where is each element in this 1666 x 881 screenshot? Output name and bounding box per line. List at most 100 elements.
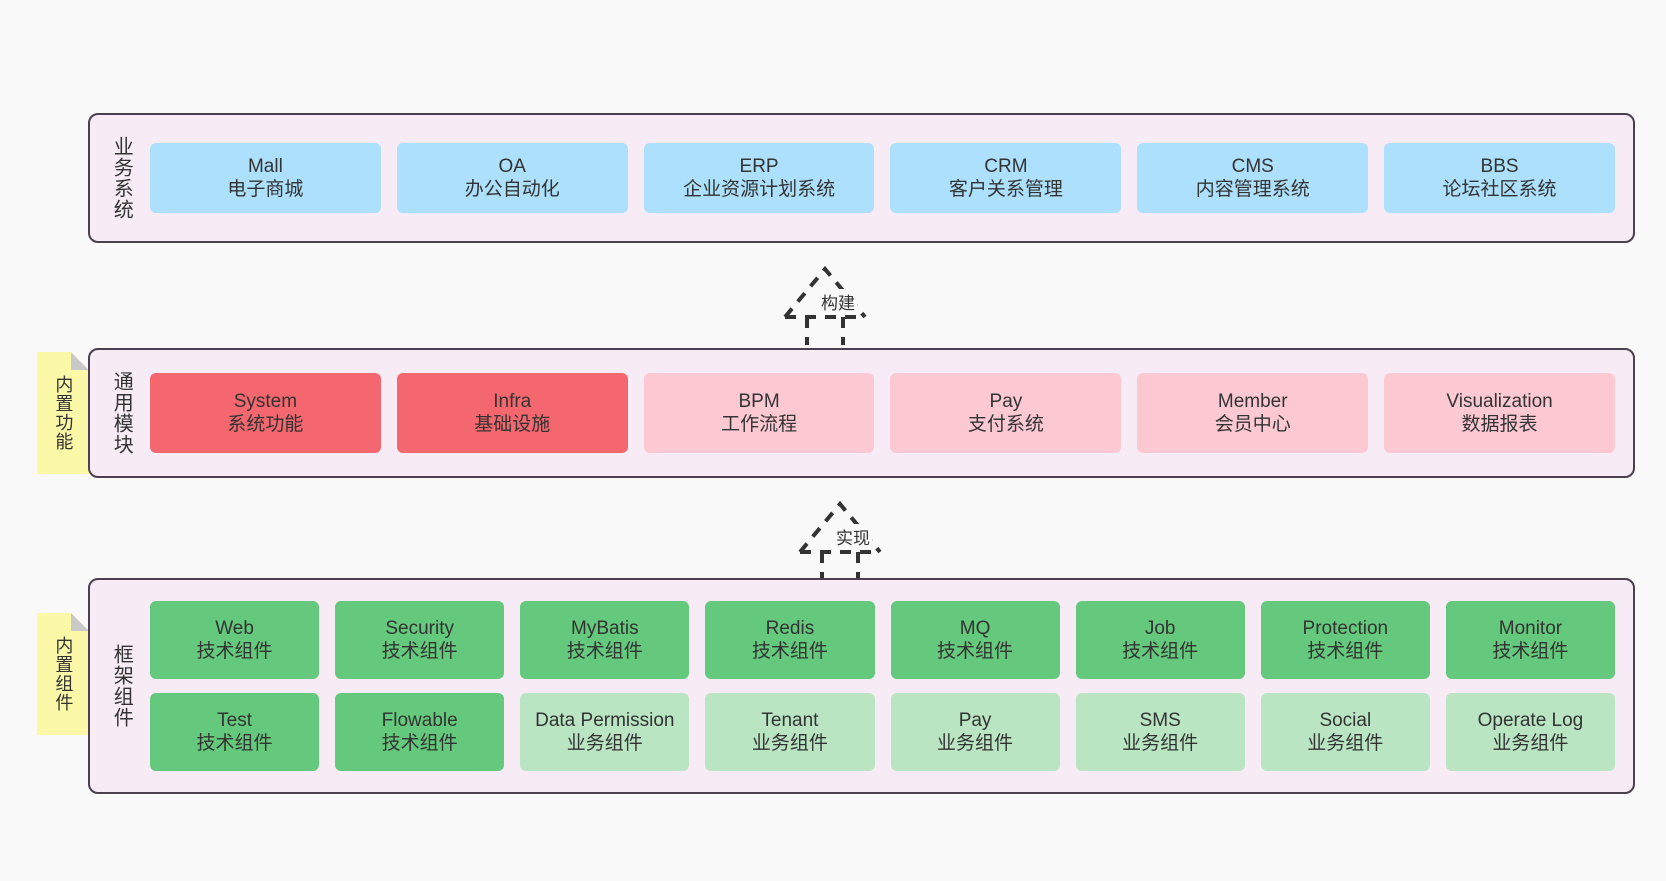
node-protection[interactable]: Protection 技术组件 <box>1260 601 1430 679</box>
node-subtitle: 论坛社区系统 <box>1442 179 1557 200</box>
node-title: BBS <box>1480 155 1519 177</box>
node-title: Security <box>385 617 454 639</box>
node-row: System 系统功能 Infra 基础设施 BPM 工作流程 Pay 支付系统… <box>150 373 1615 453</box>
node-subtitle: 数据报表 <box>1461 414 1538 435</box>
node-title: Monitor <box>1498 617 1563 639</box>
node-subtitle: 工作流程 <box>721 414 798 435</box>
node-bbs[interactable]: BBS 论坛社区系统 <box>1384 143 1615 213</box>
node-subtitle: 客户关系管理 <box>948 179 1063 200</box>
node-subtitle: 技术组件 <box>1492 641 1569 662</box>
node-mybatis[interactable]: MyBatis 技术组件 <box>520 601 690 679</box>
node-bpm[interactable]: BPM 工作流程 <box>643 373 875 453</box>
node-subtitle: 办公自动化 <box>464 179 560 200</box>
node-subtitle: 技术组件 <box>937 641 1014 662</box>
node-subtitle: 业务组件 <box>1122 733 1199 754</box>
node-redis[interactable]: Redis 技术组件 <box>705 601 875 679</box>
node-row: Test 技术组件 Flowable 技术组件 Data Permission … <box>150 693 1615 771</box>
node-subtitle: 电子商城 <box>227 179 304 200</box>
node-job[interactable]: Job 技术组件 <box>1075 601 1245 679</box>
node-title: CRM <box>984 155 1028 177</box>
node-title: MQ <box>959 617 991 639</box>
arrow-realize: 实现 <box>760 490 960 580</box>
arrow-build: 构建 <box>745 255 945 345</box>
node-pay-module[interactable]: Pay 支付系统 <box>890 373 1122 453</box>
node-subtitle: 业务组件 <box>937 733 1014 754</box>
node-title: Infra <box>493 390 532 412</box>
note-fold-icon <box>71 352 89 370</box>
node-flowable[interactable]: Flowable 技术组件 <box>335 693 505 771</box>
arrow-realize-label: 实现 <box>834 524 872 549</box>
node-subtitle: 技术组件 <box>566 641 643 662</box>
node-subtitle: 技术组件 <box>1307 641 1384 662</box>
node-subtitle: 业务组件 <box>1492 733 1569 754</box>
node-subtitle: 技术组件 <box>381 641 458 662</box>
node-title: Test <box>217 709 252 731</box>
node-oa[interactable]: OA 办公自动化 <box>396 143 628 213</box>
node-subtitle: 会员中心 <box>1214 414 1291 435</box>
node-title: Job <box>1144 617 1176 639</box>
node-subtitle: 支付系统 <box>967 414 1044 435</box>
node-title: Flowable <box>381 709 458 731</box>
node-subtitle: 系统功能 <box>227 414 304 435</box>
note-builtin-features: 内置功能 <box>37 352 89 474</box>
node-title: CMS <box>1231 155 1274 177</box>
layer-business-system: 业务系统 Mall 电子商城 OA 办公自动化 ERP 企业资源计划系统 CRM… <box>88 113 1635 243</box>
node-title: Member <box>1217 390 1288 412</box>
node-title: Social <box>1319 709 1372 731</box>
layer-framework-components-body: Web 技术组件 Security 技术组件 MyBatis 技术组件 Redi… <box>138 580 1633 792</box>
node-row: Mall 电子商城 OA 办公自动化 ERP 企业资源计划系统 CRM 客户关系… <box>150 143 1615 213</box>
layer-business-system-title: 业务系统 <box>110 136 133 220</box>
node-title: Pay <box>958 709 992 731</box>
node-title: Tenant <box>761 709 819 731</box>
node-subtitle: 技术组件 <box>196 733 273 754</box>
node-title: System <box>233 390 298 412</box>
node-title: Operate Log <box>1477 709 1584 731</box>
layer-business-system-body: Mall 电子商城 OA 办公自动化 ERP 企业资源计划系统 CRM 客户关系… <box>138 115 1633 241</box>
node-monitor[interactable]: Monitor 技术组件 <box>1445 601 1615 679</box>
node-title: Redis <box>765 617 815 639</box>
node-operate-log[interactable]: Operate Log 业务组件 <box>1445 693 1615 771</box>
node-tenant[interactable]: Tenant 业务组件 <box>705 693 875 771</box>
layer-common-modules: 通用模块 System 系统功能 Infra 基础设施 BPM 工作流程 Pay… <box>88 348 1635 478</box>
node-title: MyBatis <box>571 617 639 639</box>
node-row: Web 技术组件 Security 技术组件 MyBatis 技术组件 Redi… <box>150 601 1615 679</box>
node-visualization[interactable]: Visualization 数据报表 <box>1384 373 1615 453</box>
node-test[interactable]: Test 技术组件 <box>150 693 320 771</box>
node-title: ERP <box>739 155 779 177</box>
node-social[interactable]: Social 业务组件 <box>1260 693 1430 771</box>
node-title: Protection <box>1302 617 1389 639</box>
node-title: OA <box>498 155 526 177</box>
layer-framework-components-title: 框架组件 <box>110 644 133 728</box>
note-builtin-features-label: 内置功能 <box>53 375 74 451</box>
note-builtin-components-label: 内置组件 <box>53 636 74 712</box>
node-pay-component[interactable]: Pay 业务组件 <box>890 693 1060 771</box>
node-title: SMS <box>1139 709 1181 731</box>
node-title: BPM <box>738 390 780 412</box>
note-builtin-components: 内置组件 <box>37 613 89 735</box>
node-infra[interactable]: Infra 基础设施 <box>396 373 628 453</box>
node-web[interactable]: Web 技术组件 <box>150 601 320 679</box>
node-subtitle: 业务组件 <box>566 733 643 754</box>
node-subtitle: 业务组件 <box>751 733 828 754</box>
node-subtitle: 技术组件 <box>196 641 273 662</box>
node-title: Mall <box>247 155 283 177</box>
node-security[interactable]: Security 技术组件 <box>335 601 505 679</box>
node-subtitle: 技术组件 <box>381 733 458 754</box>
note-fold-icon <box>71 613 89 631</box>
node-subtitle: 技术组件 <box>1122 641 1199 662</box>
node-erp[interactable]: ERP 企业资源计划系统 <box>643 143 875 213</box>
layer-framework-components: 框架组件 Web 技术组件 Security 技术组件 MyBatis 技术组件… <box>88 578 1635 794</box>
node-data-permission[interactable]: Data Permission 业务组件 <box>520 693 690 771</box>
node-sms[interactable]: SMS 业务组件 <box>1075 693 1245 771</box>
node-member[interactable]: Member 会员中心 <box>1137 373 1369 453</box>
node-crm[interactable]: CRM 客户关系管理 <box>890 143 1122 213</box>
node-subtitle: 基础设施 <box>474 414 551 435</box>
node-mq[interactable]: MQ 技术组件 <box>890 601 1060 679</box>
node-system[interactable]: System 系统功能 <box>150 373 381 453</box>
node-subtitle: 企业资源计划系统 <box>683 179 836 200</box>
node-mall[interactable]: Mall 电子商城 <box>150 143 381 213</box>
node-title: Pay <box>989 390 1023 412</box>
layer-common-modules-title: 通用模块 <box>110 371 133 455</box>
node-cms[interactable]: CMS 内容管理系统 <box>1137 143 1369 213</box>
node-subtitle: 内容管理系统 <box>1195 179 1310 200</box>
